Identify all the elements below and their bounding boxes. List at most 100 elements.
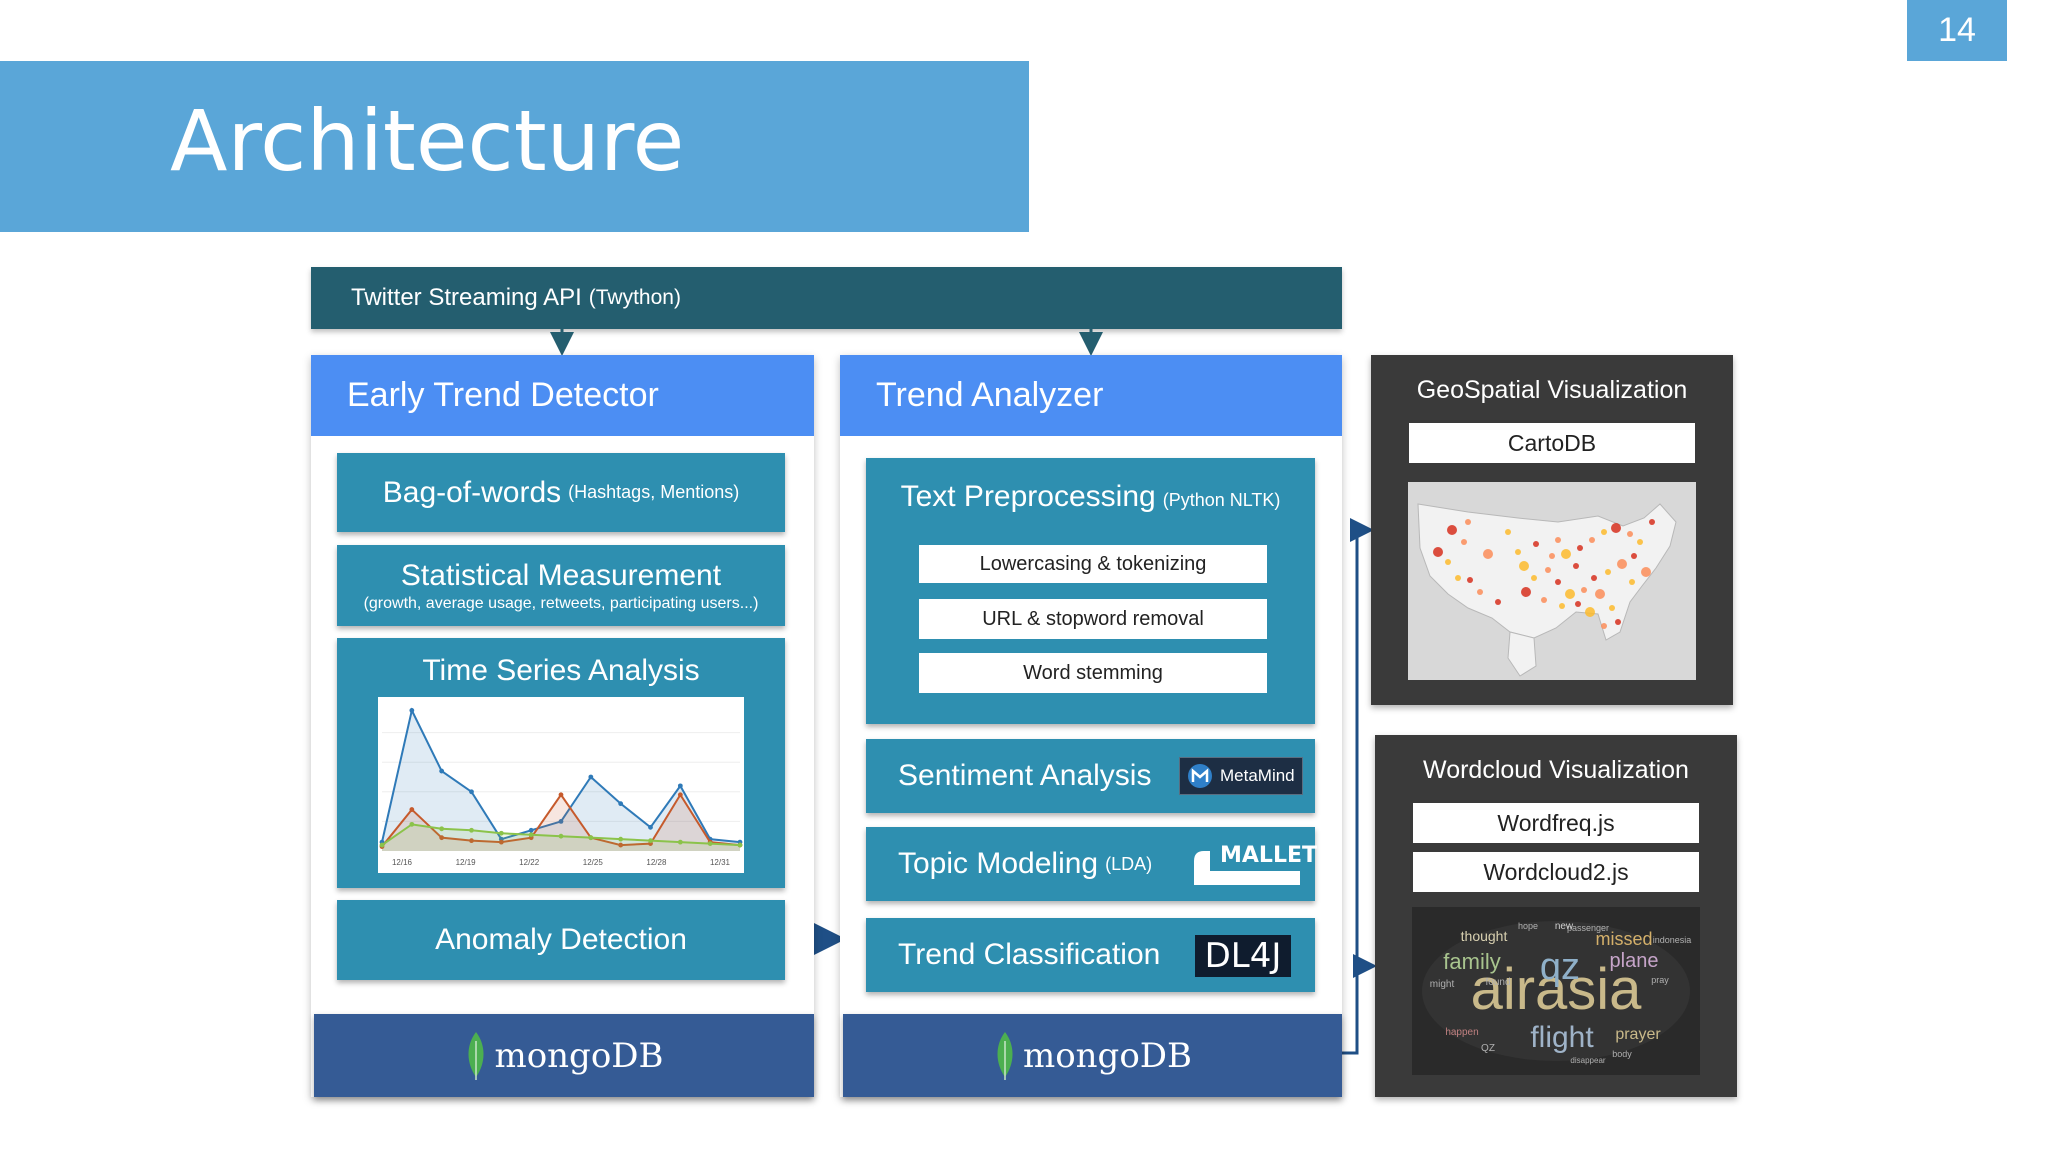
map-hotspot: [1515, 549, 1521, 555]
wordcloud-word: found: [1485, 977, 1510, 988]
mongodb-box-right: mongoDB: [843, 1014, 1342, 1097]
series-point: [498, 830, 504, 836]
series-point: [409, 708, 415, 713]
series-point: [677, 839, 683, 845]
map-hotspot: [1581, 587, 1587, 593]
geospatial-panel: GeoSpatial Visualization CartoDB: [1371, 355, 1733, 705]
map-hotspot: [1615, 619, 1621, 625]
map-hotspot: [1455, 575, 1461, 581]
bag-of-words-box: Bag-of-words (Hashtags, Mentions): [337, 453, 785, 532]
map-hotspot: [1505, 529, 1511, 535]
mongodb-label: mongoDB: [494, 1035, 664, 1076]
map-hotspot: [1591, 575, 1597, 581]
series-point: [409, 821, 415, 827]
anomaly-detection-box: Anomaly Detection: [337, 900, 785, 980]
series-point: [528, 827, 534, 833]
wordcloud-word: pray: [1651, 975, 1669, 985]
series-point: [469, 789, 474, 795]
wordcloud-panel: Wordcloud Visualization Wordfreq.js Word…: [1375, 735, 1737, 1097]
wordcloud-word: airasia: [1471, 957, 1643, 1022]
map-hotspot: [1483, 549, 1493, 559]
mongodb-leaf-icon: [997, 1031, 1013, 1080]
stat-sub: (growth, average usage, retweets, partic…: [363, 594, 759, 612]
series-point: [409, 807, 415, 812]
sentiment-label: Sentiment Analysis: [898, 759, 1152, 792]
wordcloud-word: might: [1430, 979, 1455, 990]
text-preprocessing-box: Text Preprocessing (Python NLTK) Lowerca…: [866, 458, 1315, 724]
wordcloud-word: family: [1443, 949, 1500, 974]
map-hotspot: [1605, 569, 1611, 575]
textpre-item: Word stemming: [919, 653, 1267, 693]
map-hotspot: [1637, 539, 1643, 545]
map-hotspot: [1555, 537, 1561, 543]
map-hotspot: [1549, 553, 1555, 559]
x-tick-label: 12/22: [519, 858, 540, 867]
wordcloud-word: plane: [1610, 950, 1659, 972]
wordcloud-word: prayer: [1615, 1026, 1661, 1043]
map-hotspot: [1467, 577, 1473, 583]
connector-db-to-viz: [1342, 530, 1359, 1055]
wordcloud-word: QZ: [1481, 1043, 1495, 1054]
bag-label: Bag-of-words: [382, 475, 562, 509]
wordcloud-word: new: [1555, 921, 1574, 932]
map-hotspot: [1521, 587, 1531, 597]
map-hotspot: [1585, 607, 1595, 617]
map-hotspot: [1609, 605, 1615, 611]
series-point: [469, 838, 474, 844]
series-point: [439, 826, 445, 832]
early-trend-header: Early Trend Detector: [311, 355, 814, 436]
geo-title: GeoSpatial Visualization: [1416, 376, 1688, 404]
trend-analyzer-header: Trend Analyzer: [840, 355, 1342, 436]
map-hotspot: [1465, 519, 1471, 525]
series-point: [588, 774, 594, 780]
series-point: [439, 835, 445, 841]
wordcloud-word: body: [1612, 1049, 1632, 1059]
map-hotspot: [1561, 549, 1571, 559]
map-hotspot: [1573, 563, 1579, 569]
mongodb-label: mongoDB: [1022, 1035, 1193, 1076]
dl4j-logo: DL4J: [1195, 935, 1291, 977]
wordcloud-word: qz: [1540, 946, 1580, 988]
map-hotspot: [1477, 589, 1483, 595]
bag-sub: (Hashtags, Mentions): [568, 482, 740, 502]
map-hotspot: [1555, 579, 1561, 585]
wordcloud2-label: Wordcloud2.js: [1413, 852, 1699, 892]
series-point: [558, 833, 564, 839]
map-hotspot: [1601, 529, 1607, 535]
series-point: [737, 842, 743, 848]
topic-modeling-box: Topic Modeling (LDA) MALLET: [866, 827, 1317, 901]
textpre-sub: (Python NLTK): [1162, 490, 1281, 510]
map-hotspot: [1575, 601, 1581, 607]
map-hotspot: [1617, 559, 1627, 569]
mallet-icon: [1194, 851, 1300, 885]
map-hotspot: [1447, 525, 1457, 535]
wordcloud-word: flight: [1530, 1021, 1594, 1054]
wordcloud-title: Wordcloud Visualization: [1423, 756, 1689, 784]
x-tick-label: 12/16: [392, 858, 413, 867]
series-point: [707, 841, 713, 846]
stat-label: Statistical Measurement: [400, 558, 722, 592]
wordcloud-word: happen: [1445, 1027, 1478, 1038]
series-point: [498, 839, 504, 845]
wordcloud-word: passenger: [1567, 923, 1609, 933]
map-hotspot: [1541, 597, 1547, 603]
series-point: [469, 827, 474, 833]
series-point: [618, 836, 624, 842]
sentiment-analysis-box: Sentiment Analysis MetaMind: [866, 739, 1315, 813]
trend-classification-box: Trend Classification DL4J: [866, 918, 1315, 992]
slide-title: Architecture: [170, 92, 685, 190]
wordfreq-label: Wordfreq.js: [1413, 803, 1699, 843]
classify-label: Trend Classification: [898, 938, 1161, 971]
map-hotspot: [1445, 559, 1451, 565]
mongodb-box-left: mongoDB: [314, 1014, 814, 1097]
mallet-text: MALLET: [1220, 843, 1317, 868]
series-area: [382, 794, 740, 851]
wordcloud-word: hope: [1518, 921, 1538, 931]
topic-label: Topic Modeling: [898, 847, 1099, 880]
series-point: [558, 819, 564, 824]
textpre-item: URL & stopword removal: [919, 599, 1267, 639]
map-hotspot: [1433, 547, 1443, 557]
map-hotspot: [1519, 561, 1529, 571]
